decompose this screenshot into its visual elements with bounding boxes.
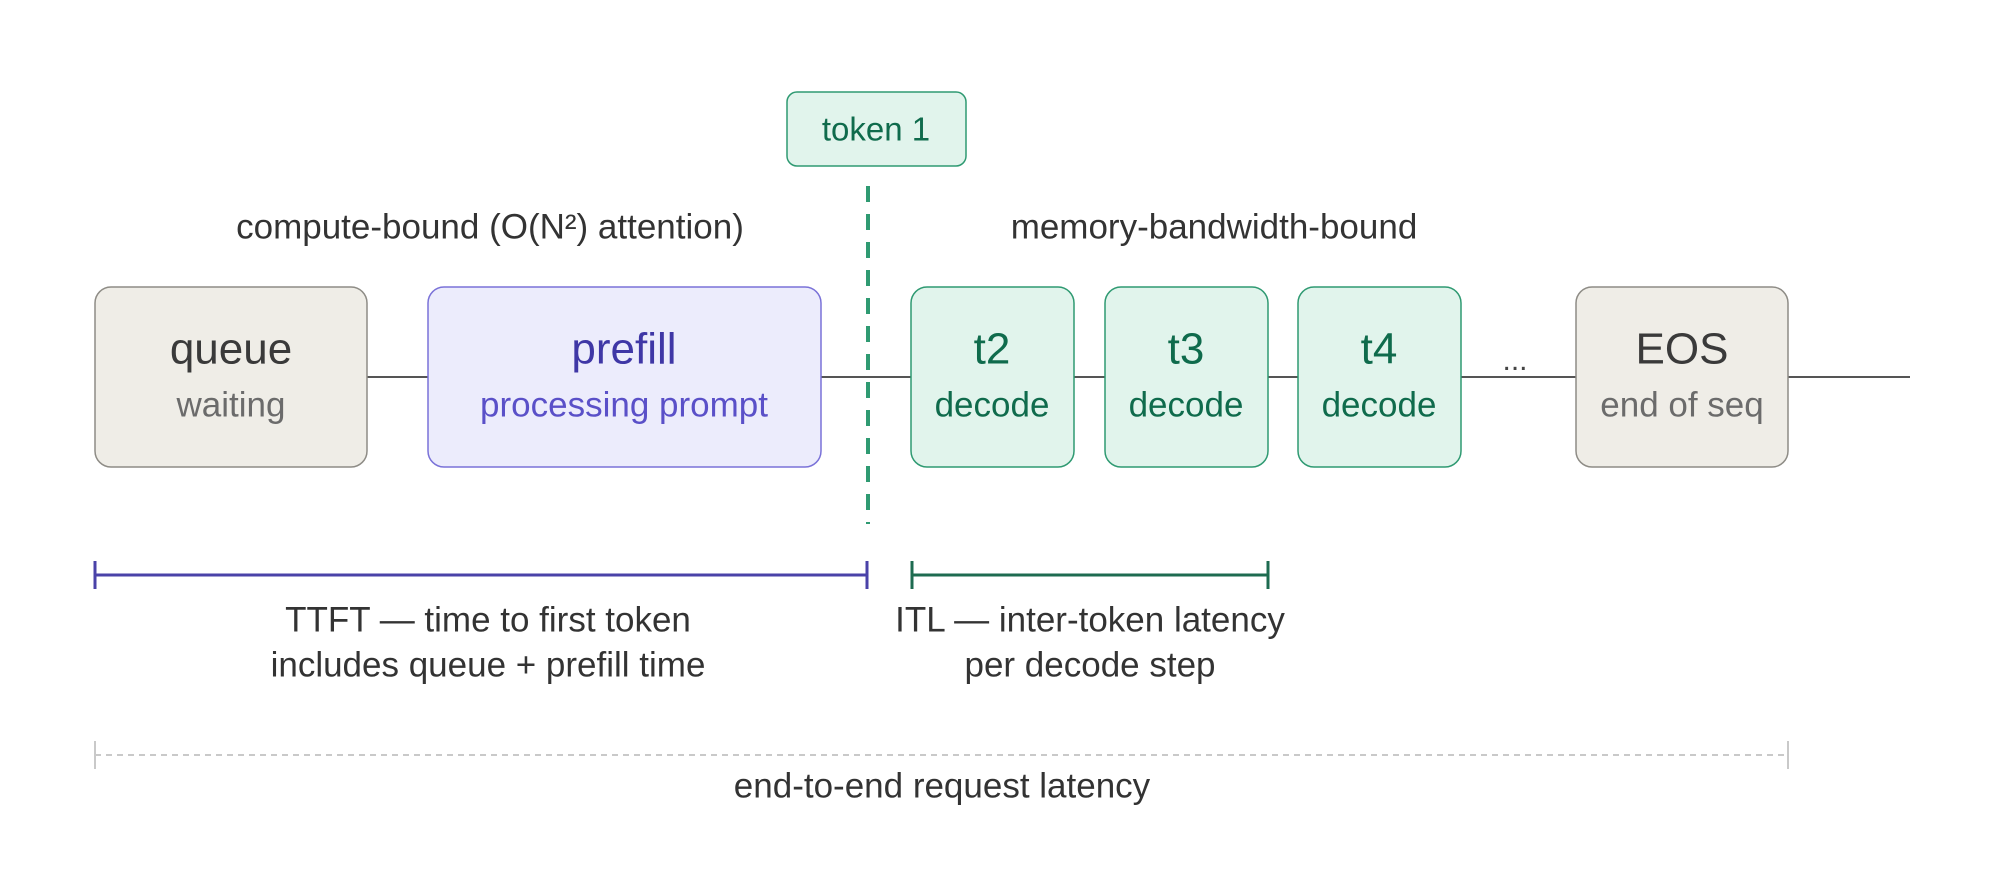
eos-subtitle: end of seq [1600,385,1763,424]
e2e-label: end-to-end request latency [734,766,1151,805]
prefill-subtitle: processing prompt [480,385,768,424]
compute-bound-label: compute-bound (O(N²) attention) [236,207,744,246]
itl-sublabel: per decode step [964,645,1215,684]
t3-subtitle: decode [1129,385,1244,424]
prefill-box [427,286,822,468]
t2-subtitle: decode [935,385,1050,424]
ttft-sublabel: includes queue + prefill time [271,645,706,684]
queue-subtitle: waiting [176,385,286,424]
queue-title: queue [170,325,292,374]
t4-subtitle: decode [1322,385,1437,424]
stage-eos: EOS end of seq [1575,286,1789,468]
token-1-box [786,91,967,167]
token-1-marker: token 1 [786,91,967,524]
ttft-bracket [93,561,869,589]
itl-label: ITL — inter-token latency [895,600,1285,639]
token-1-label: token 1 [822,111,930,148]
itl-bracket [910,561,1270,589]
t3-box [1104,286,1269,468]
stage-queue: queue waiting [94,286,368,468]
e2e-bracket [94,741,1789,769]
ttft-label: TTFT — time to first token [285,600,691,639]
t2-box [910,286,1075,468]
stage-t4: t4 decode [1297,286,1462,468]
more-steps-ellipsis: ... [1502,344,1527,377]
prefill-title: prefill [571,325,676,374]
t4-box [1297,286,1462,468]
stage-prefill: prefill processing prompt [427,286,822,468]
eos-title: EOS [1636,325,1729,374]
stage-t3: t3 decode [1104,286,1269,468]
eos-box [1575,286,1789,468]
t3-title: t3 [1168,325,1205,374]
queue-box [94,286,368,468]
memory-bound-label: memory-bandwidth-bound [1011,207,1418,246]
t4-title: t4 [1361,325,1398,374]
stage-t2: t2 decode [910,286,1075,468]
t2-title: t2 [974,325,1011,374]
